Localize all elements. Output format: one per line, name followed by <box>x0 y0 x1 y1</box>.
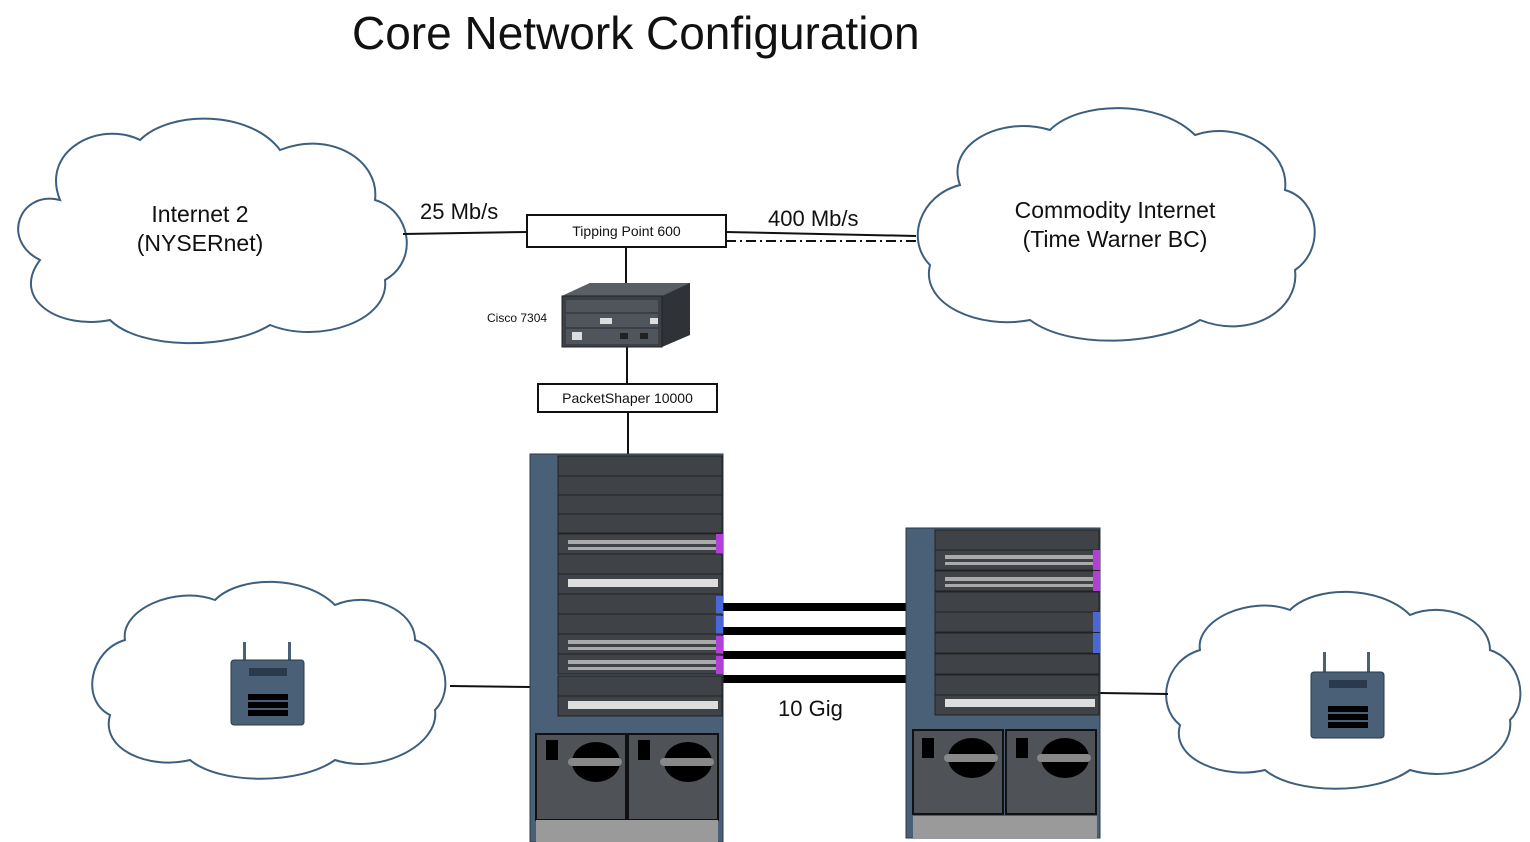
cloud-commodity-internet <box>916 107 1316 342</box>
ten-gig-links <box>722 603 906 683</box>
core-switch-2 <box>905 527 1101 839</box>
tipping-point-device: Tipping Point 600 <box>526 214 727 248</box>
cisco-7304-router <box>561 283 690 348</box>
core-interconnect-speed: 10 Gig <box>778 696 843 721</box>
packetshaper-device: PacketShaper 10000 <box>537 383 718 413</box>
link-internet2-tippingpoint <box>402 231 528 235</box>
internet2-name: Internet 2 <box>151 201 249 227</box>
wireless-access-point-left-icon <box>230 642 305 726</box>
commodity-name: Commodity Internet <box>1014 197 1216 223</box>
cloud-internet2 <box>17 117 408 345</box>
diagram-title: Core Network Configuration <box>352 7 920 59</box>
cloud-label-commodity: Commodity Internet (Time Warner BC) <box>990 196 1240 254</box>
wireless-access-point-right-icon <box>1310 652 1385 739</box>
link-left-wireless-core <box>449 685 531 688</box>
link-core2-right-wireless <box>1099 692 1169 695</box>
internet2-provider: (NYSERnet) <box>136 230 264 256</box>
router-label: Cisco 7304 <box>487 311 548 325</box>
link-tippingpoint-commodity <box>725 231 917 237</box>
core-switch-1 <box>529 453 724 842</box>
internet2-link-speed: 25 Mb/s <box>420 199 499 224</box>
cloud-label-internet2: Internet 2 (NYSERnet) <box>100 200 300 258</box>
commodity-link-speed: 400 Mb/s <box>768 206 859 231</box>
commodity-provider: (Time Warner BC) <box>1022 226 1208 252</box>
